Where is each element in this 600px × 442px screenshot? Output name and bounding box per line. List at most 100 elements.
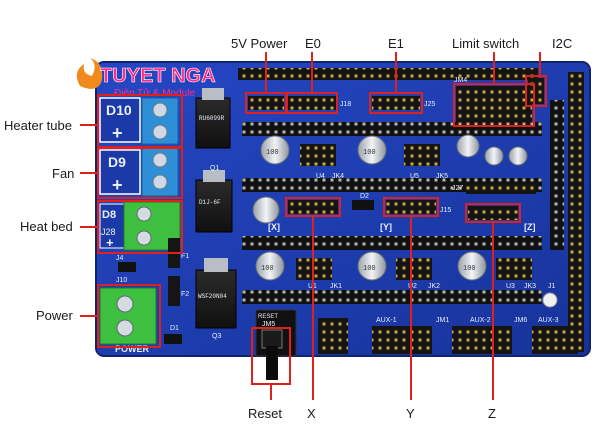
- d10-plus: +: [112, 123, 123, 143]
- j10-silk: J10: [116, 277, 127, 284]
- header-limit-switch[interactable]: [456, 86, 532, 124]
- label-e1: E1: [388, 36, 404, 51]
- label-x: X: [307, 406, 316, 421]
- z-header[interactable]: [468, 206, 518, 220]
- mosfet-q1-tab: [203, 170, 225, 182]
- x-silk: [X]: [268, 222, 280, 232]
- fuse-f2: [168, 276, 180, 306]
- aux4-header[interactable]: [318, 318, 348, 354]
- mosfet-q1: [195, 179, 233, 233]
- capacitor-c3: [508, 146, 528, 166]
- reset-cap[interactable]: [266, 346, 278, 380]
- power-silk: POWER: [115, 344, 150, 354]
- mosfet-q-top-tab: [202, 88, 224, 100]
- d1-silk: D1: [170, 325, 179, 332]
- capacitor-c2: [484, 146, 504, 166]
- power-screw-1[interactable]: [116, 295, 134, 313]
- cap-c10-text: 100: [261, 265, 274, 273]
- j27-silk: J27: [452, 185, 463, 192]
- mosfet-power-text: WSF20N04: [198, 293, 227, 300]
- aux1-silk: AUX-1: [376, 317, 397, 324]
- watermark-brand: TUYET NGA: [100, 65, 216, 87]
- header-e0[interactable]: [288, 96, 336, 110]
- f2-silk: F2: [181, 291, 189, 298]
- label-limit-switch: Limit switch: [452, 36, 519, 51]
- mosfet-q-top: [195, 97, 231, 149]
- q3-silk: Q3: [212, 333, 221, 340]
- label-reset: Reset: [248, 406, 282, 421]
- d8-silk-box: [99, 203, 125, 249]
- x-header[interactable]: [288, 200, 338, 214]
- fan-screw-2[interactable]: [152, 174, 168, 190]
- heater-screw-2[interactable]: [152, 124, 168, 140]
- j4-connector: [118, 262, 136, 272]
- jk3-header[interactable]: [496, 258, 532, 280]
- label-e0: E0: [305, 36, 321, 51]
- capacitor-c1: [456, 134, 480, 158]
- driver-socket-row-4: [242, 290, 542, 304]
- label-power: Power: [36, 308, 74, 323]
- u2-silk: U2: [408, 283, 417, 290]
- jk2-header[interactable]: [396, 258, 432, 280]
- header-e1[interactable]: [372, 96, 420, 110]
- fan-screw-1[interactable]: [152, 152, 168, 168]
- z-silk: [Z]: [524, 222, 536, 232]
- header-5v[interactable]: [248, 96, 284, 110]
- j28-label: J28: [101, 227, 116, 237]
- jk5-header[interactable]: [404, 144, 440, 166]
- heater-screw-1[interactable]: [152, 102, 168, 118]
- j18-silk: J18: [340, 101, 351, 108]
- jm4-silk: JM4: [454, 77, 467, 84]
- y-header[interactable]: [386, 200, 436, 214]
- leader-lines: [80, 52, 541, 400]
- jm6-silk: JM6: [514, 317, 527, 324]
- aux2-header[interactable]: [452, 326, 512, 354]
- q1-silk: Q1: [210, 165, 219, 172]
- jk1-silk: JK1: [330, 283, 342, 290]
- heatbed-screw-1[interactable]: [136, 206, 152, 222]
- flame-logo-icon: [76, 58, 103, 89]
- capacitor-c5: 100: [260, 135, 290, 165]
- header-i2c[interactable]: [528, 78, 544, 104]
- u3-silk: U3: [506, 283, 515, 290]
- reset-button[interactable]: [261, 329, 283, 349]
- j15-silk: J15: [440, 207, 451, 214]
- right-inner-header: [550, 100, 564, 250]
- watermark-tagline: Điện Tử & Module: [114, 87, 195, 99]
- label-heat-bed: Heat bed: [20, 219, 73, 234]
- aux3-header[interactable]: [532, 326, 578, 354]
- aux2-silk: AUX-2: [470, 317, 491, 324]
- heatbed-screw-2[interactable]: [136, 230, 152, 246]
- j1-silk: J1: [548, 283, 556, 290]
- capacitor-c8: 100: [457, 251, 487, 281]
- u4-silk: U4: [316, 173, 325, 180]
- driver-socket-row-1: [242, 122, 542, 136]
- mosfet-q3: [195, 269, 237, 329]
- d8-label: D8: [102, 209, 116, 221]
- d2-silk: D2: [360, 193, 369, 200]
- d10-silk-box: [99, 97, 141, 143]
- y-silk: [Y]: [380, 222, 392, 232]
- right-header-strip: [568, 72, 584, 352]
- capacitor-c9: [252, 196, 280, 224]
- capacitor-c10: 100: [255, 251, 285, 281]
- jk4-header[interactable]: [300, 144, 336, 166]
- aux1-header[interactable]: [372, 326, 432, 354]
- j27-header[interactable]: [466, 184, 536, 194]
- power-screw-2[interactable]: [116, 319, 134, 337]
- jk3-silk: JK3: [524, 283, 536, 290]
- jk5-silk: JK5: [436, 173, 448, 180]
- capacitor-c6: 100: [357, 135, 387, 165]
- jk4-silk: JK4: [332, 173, 344, 180]
- label-y: Y: [406, 406, 415, 421]
- jm5-silk: JM5: [262, 321, 275, 328]
- d8-plus: +: [106, 235, 114, 250]
- j4-silk: J4: [116, 255, 124, 262]
- cap-c8-text: 100: [463, 265, 476, 273]
- capacitor-c14: 100: [357, 251, 387, 281]
- cap-c6-text: 100: [363, 149, 376, 157]
- diode-d1-body: [164, 334, 182, 344]
- d9-label: D9: [108, 154, 126, 170]
- callout-box-i2c: [525, 75, 547, 107]
